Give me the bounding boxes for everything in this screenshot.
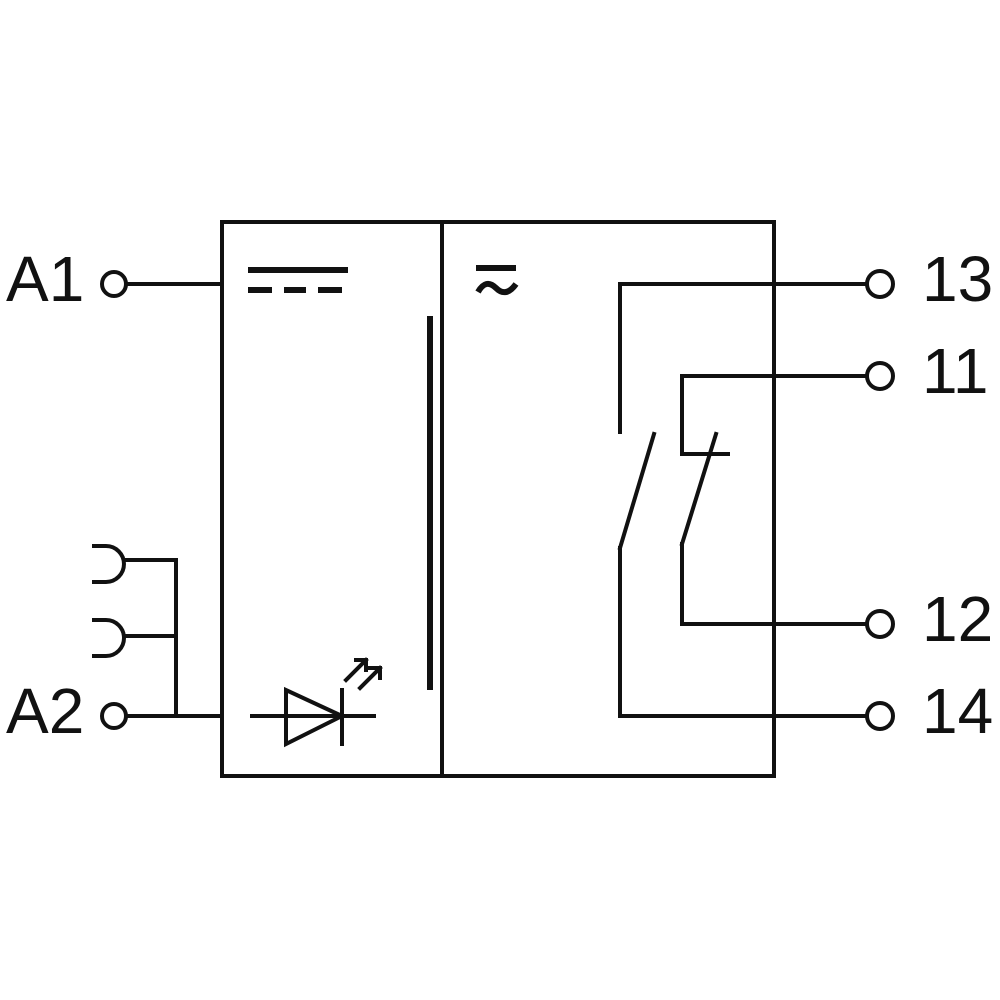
terminal-13 <box>865 269 895 299</box>
plug-socket-icon <box>92 544 178 718</box>
label-12: 12 <box>922 583 993 655</box>
label-13: 13 <box>922 243 993 315</box>
terminal-12 <box>865 609 895 639</box>
label-a1: A1 <box>6 243 84 315</box>
terminal-a1 <box>100 270 128 298</box>
terminal-14 <box>865 701 895 731</box>
contact-13-14 <box>617 282 866 718</box>
terminal-a2 <box>100 702 128 730</box>
contact-11-12 <box>679 374 866 626</box>
ac-current-icon <box>475 265 519 296</box>
label-a2: A2 <box>6 675 84 747</box>
dc-current-icon <box>248 267 348 293</box>
label-14: 14 <box>922 675 993 747</box>
led-diode-icon <box>250 657 383 748</box>
relay-housing <box>220 220 776 778</box>
terminal-11 <box>865 361 895 391</box>
label-11: 11 <box>922 335 988 407</box>
